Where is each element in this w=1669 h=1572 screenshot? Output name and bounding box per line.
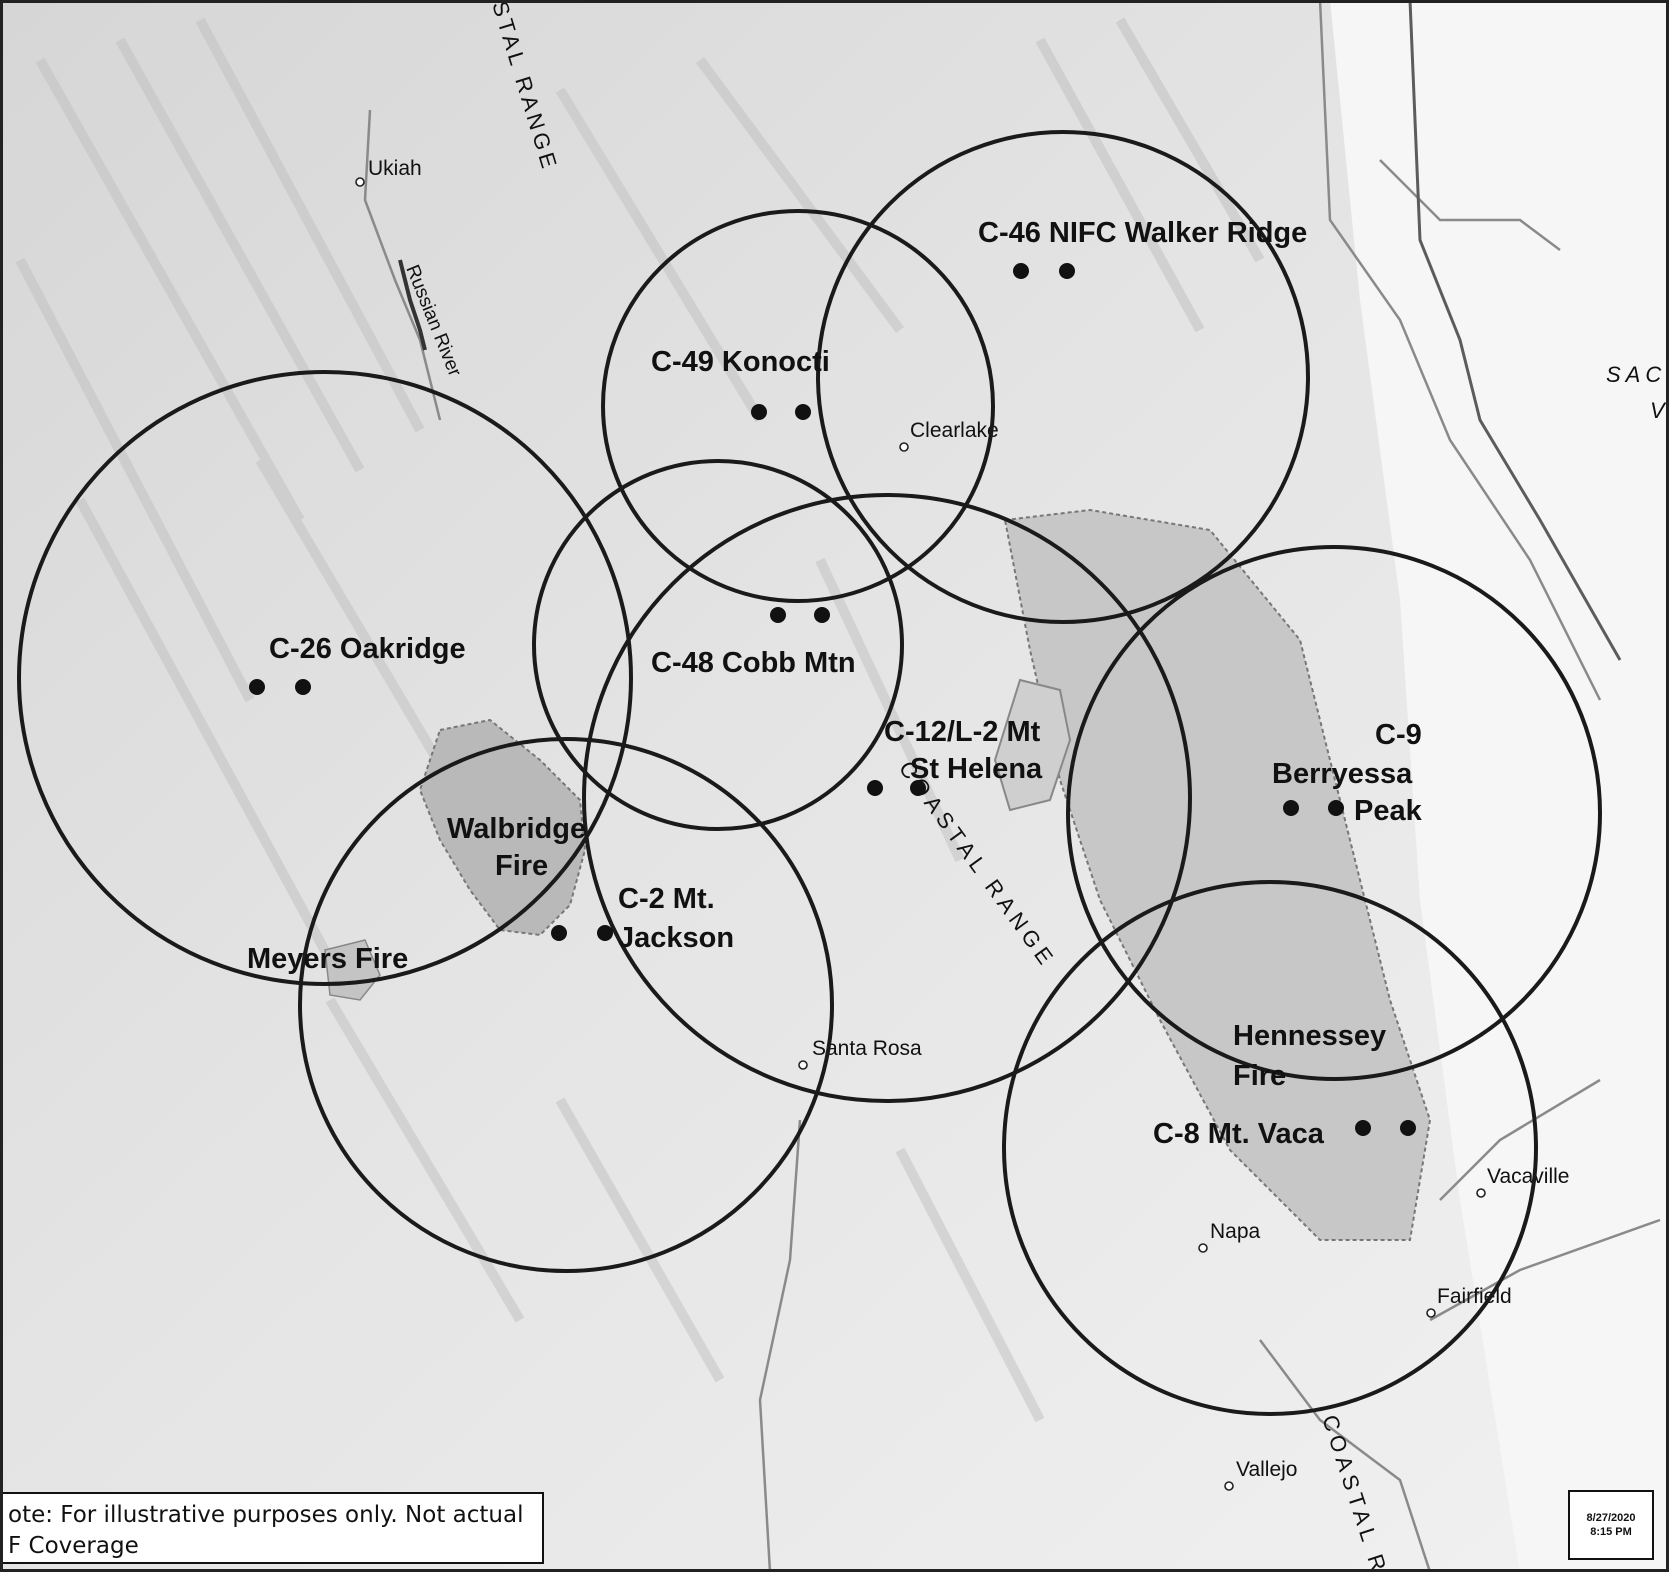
disclaimer-note: ote: For illustrative purposes only. Not… <box>0 1492 544 1564</box>
station-label-c9-line1: C-9 <box>1375 719 1422 751</box>
station-label-c12-line2: St Helena <box>910 753 1043 785</box>
station-dot-c12-a <box>867 780 883 796</box>
coverage-circle-c26 <box>17 370 633 986</box>
sacramento-valley-label-2: V <box>1650 398 1667 423</box>
station-dot-c49-a <box>751 404 767 420</box>
fire-label-hennessey-line1: Hennessey <box>1233 1020 1386 1052</box>
sacramento-valley-area <box>1330 0 1669 1572</box>
town-marker-vallejo <box>1224 1481 1234 1491</box>
town-markers <box>355 177 1486 1491</box>
station-dot-c26-a <box>249 679 265 695</box>
station-dot-c2-b <box>597 925 613 941</box>
station-dot-c26-b <box>295 679 311 695</box>
station-dot-c12-b <box>910 780 926 796</box>
station-label-c8: C-8 Mt. Vaca <box>1153 1118 1325 1150</box>
town-label-santa-rosa: Santa Rosa <box>812 1037 922 1060</box>
disclaimer-line-1: ote: For illustrative purposes only. Not… <box>8 1502 524 1528</box>
fire-label-walbridge-line1: Walbridge <box>447 813 586 845</box>
date-stamp-date: 8/27/2020 <box>1586 1512 1636 1524</box>
station-dot-c49-b <box>795 404 811 420</box>
st-helena-area <box>993 678 1072 812</box>
town-marker-clearlake <box>899 442 909 452</box>
fire-label-hennessey-line2: Fire <box>1233 1060 1286 1092</box>
station-dot-c46-a <box>1013 263 1029 279</box>
station-label-c12-line1: C-12/L-2 Mt <box>884 716 1041 748</box>
station-label-c46: C-46 NIFC Walker Ridge <box>978 217 1307 249</box>
station-dot-c2-a <box>551 925 567 941</box>
lake-berryessa-area <box>1003 508 1432 1241</box>
station-dot-c46-b <box>1059 263 1075 279</box>
walbridge-fire-area <box>418 718 587 937</box>
coverage-circles <box>17 130 1602 1416</box>
station-label-c26: C-26 Oakridge <box>269 633 466 665</box>
coverage-circle-c48 <box>532 459 904 831</box>
fire-label-meyers: Meyers Fire <box>247 943 408 975</box>
town-marker-vacaville <box>1476 1188 1486 1198</box>
station-dot-c9-a <box>1283 800 1299 816</box>
station-dot-c8-b <box>1400 1120 1416 1136</box>
station-label-c2-line1: C-2 Mt. <box>618 883 715 915</box>
interstate-line <box>1408 0 1622 661</box>
coverage-circle-c46 <box>816 130 1310 624</box>
roads <box>363 0 1661 1572</box>
station-label-c9-line2: Berryessa <box>1272 758 1413 790</box>
date-stamp-time: 8:15 PM <box>1590 1526 1632 1538</box>
station-dots <box>249 263 1416 1136</box>
station-dot-c48-b <box>814 607 830 623</box>
coverage-circle-c2 <box>298 737 834 1273</box>
fire-label-walbridge-line2: Fire <box>495 850 548 882</box>
station-dot-c48-a <box>770 607 786 623</box>
station-label-c49: C-49 Konocti <box>651 346 830 378</box>
date-stamp: 8/27/2020 8:15 PM <box>1568 1490 1654 1560</box>
town-marker-santa-rosa <box>798 1060 808 1070</box>
town-marker-fairfield <box>1426 1308 1436 1318</box>
coverage-circle-c9 <box>1066 545 1602 1081</box>
station-label-c48: C-48 Cobb Mtn <box>651 647 856 679</box>
town-label-fairfield: Fairfield <box>1437 1285 1512 1308</box>
coverage-circle-c12 <box>582 493 1192 1103</box>
station-dot-c9-b <box>1328 800 1344 816</box>
station-label-c9-line3: Peak <box>1354 795 1423 827</box>
russian-river-line <box>398 259 427 351</box>
coverage-circle-c8 <box>1002 880 1538 1416</box>
town-marker-ukiah <box>355 177 365 187</box>
town-label-napa: Napa <box>1210 1220 1261 1243</box>
disclaimer-line-2: F Coverage <box>8 1533 139 1559</box>
town-label-ukiah: Ukiah <box>368 157 422 180</box>
station-label-c2-line2: Jackson <box>618 922 734 954</box>
town-marker-napa <box>1198 1243 1208 1253</box>
town-label-vallejo: Vallejo <box>1236 1458 1297 1481</box>
station-dot-c8-a <box>1355 1120 1371 1136</box>
sacramento-valley-label: SAC <box>1606 362 1666 387</box>
coverage-circle-c49 <box>601 209 995 603</box>
town-label-clearlake: Clearlake <box>910 419 999 442</box>
town-label-vacaville: Vacaville <box>1487 1165 1569 1188</box>
